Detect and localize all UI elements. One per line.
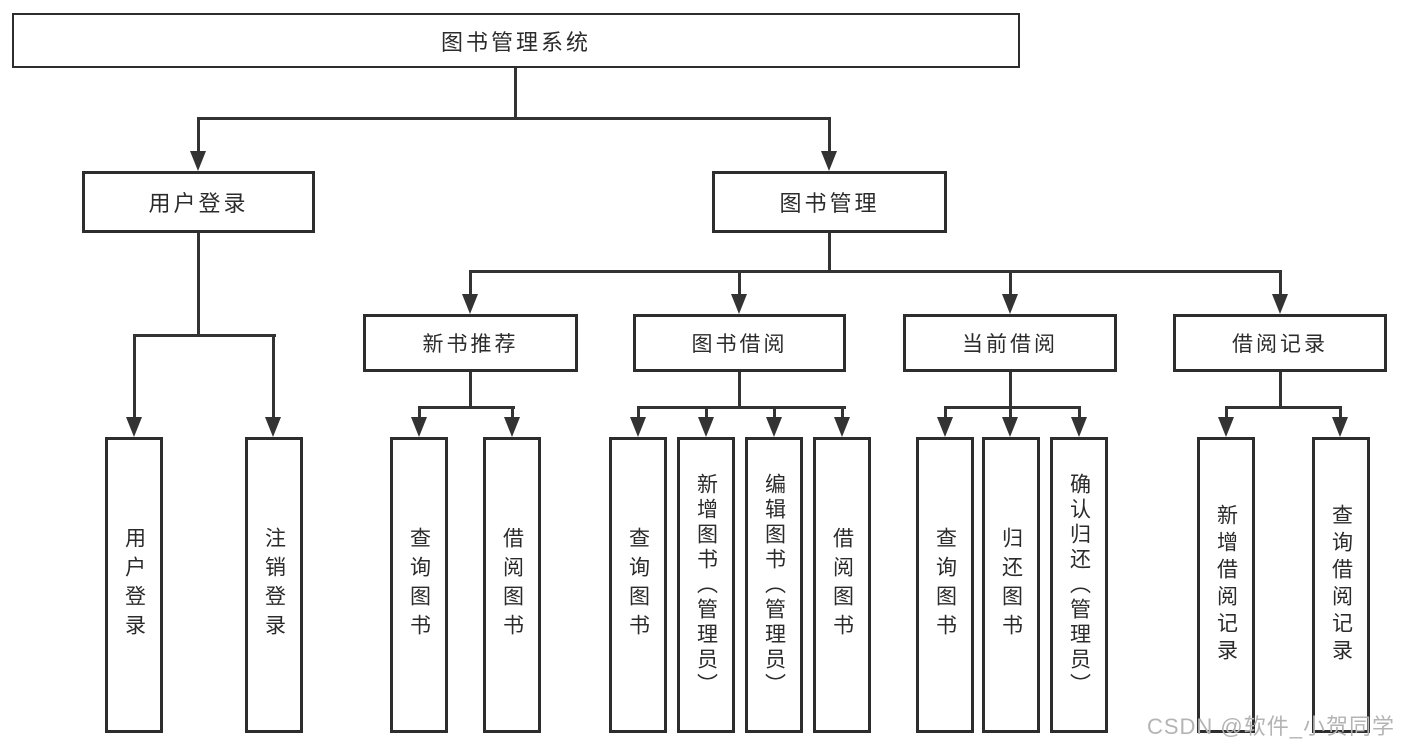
- connector-drop-add-book: [705, 406, 708, 419]
- arrowhead-return-books: [1002, 417, 1018, 437]
- connector-drop-return-books: [1009, 406, 1012, 419]
- connector-drop-borrowing-records: [1279, 270, 1282, 296]
- arrowhead-borrow-books-1: [504, 417, 520, 437]
- connector-drop-add-borrow-record: [1225, 406, 1228, 419]
- connector-new-book-bus: [418, 406, 515, 409]
- arrowhead-query-books-2: [630, 417, 646, 437]
- connector-drop-query-books-3: [944, 406, 947, 419]
- connector-user-login-stem: [197, 233, 200, 337]
- connector-drop-current-borrowing: [1009, 270, 1012, 296]
- leaf-return-books: 归还图书: [982, 437, 1040, 733]
- connector-drop-borrow-books-2: [841, 406, 844, 419]
- connector-root-stem: [514, 68, 517, 119]
- arrowhead-leaf-user-login: [126, 417, 142, 437]
- connector-book-management-bus: [469, 270, 1282, 273]
- connector-drop-user-login: [197, 117, 200, 153]
- arrowhead-edit-book: [766, 417, 782, 437]
- connector-book-management-stem: [828, 233, 831, 273]
- connector-current-borrowing-bus: [944, 406, 1081, 409]
- connector-book-borrowing-stem: [738, 372, 741, 409]
- node-library-management-system: 图书管理系统: [12, 13, 1020, 68]
- arrowhead-query-books-1: [411, 417, 427, 437]
- connector-drop-book-management: [828, 117, 831, 153]
- connector-drop-query-books-2: [637, 406, 640, 419]
- arrowhead-add-borrow-record: [1218, 417, 1234, 437]
- connector-borrowing-records-stem: [1279, 372, 1282, 409]
- leaf-query-books-1: 查询图书: [390, 437, 448, 733]
- connector-drop-query-books-1: [418, 406, 421, 419]
- connector-drop-book-borrowing: [738, 270, 741, 296]
- connector-current-borrowing-stem: [1009, 372, 1012, 409]
- leaf-borrow-books-2: 借阅图书: [813, 437, 871, 733]
- leaf-logout: 注销登录: [245, 437, 303, 733]
- arrowhead-borrow-books-2: [834, 417, 850, 437]
- arrowhead-borrowing-records: [1272, 294, 1288, 314]
- node-current-borrowing: 当前借阅: [903, 314, 1117, 372]
- leaf-user-login: 用户登录: [105, 437, 163, 733]
- arrowhead-add-book: [698, 417, 714, 437]
- connector-root-bus: [197, 117, 831, 120]
- node-borrowing-records: 借阅记录: [1173, 314, 1387, 372]
- csdn-watermark: CSDN @软件_小贺同学: [1146, 714, 1395, 739]
- connector-drop-leaf-user-login: [133, 334, 136, 419]
- connector-new-book-stem: [469, 372, 472, 409]
- connector-drop-leaf-logout: [272, 334, 275, 419]
- node-book-borrowing: 图书借阅: [633, 314, 846, 372]
- arrowhead-book-borrowing: [731, 294, 747, 314]
- leaf-confirm-return-admin: 确认归还（管理员）: [1050, 437, 1108, 733]
- arrowhead-book-management: [821, 151, 837, 171]
- leaf-query-books-3: 查询图书: [916, 437, 974, 733]
- connector-drop-confirm-return: [1078, 406, 1081, 419]
- arrowhead-query-books-3: [937, 417, 953, 437]
- connector-drop-new-book: [469, 270, 472, 296]
- node-new-book-recommendation: 新书推荐: [363, 314, 578, 372]
- arrowhead-user-login: [190, 151, 206, 171]
- connector-borrowing-records-bus: [1225, 406, 1342, 409]
- connector-drop-borrow-books-1: [511, 406, 514, 419]
- arrowhead-leaf-logout: [265, 417, 281, 437]
- leaf-query-borrow-record: 查询借阅记录: [1312, 437, 1370, 733]
- connector-drop-edit-book: [773, 406, 776, 419]
- arrowhead-confirm-return: [1071, 417, 1087, 437]
- connector-user-login-bus: [133, 334, 276, 337]
- connector-drop-query-borrow-record: [1339, 406, 1342, 419]
- leaf-add-borrow-record: 新增借阅记录: [1197, 437, 1255, 733]
- leaf-edit-book-admin: 编辑图书（管理员）: [745, 437, 803, 733]
- leaf-add-book-admin: 新增图书（管理员）: [677, 437, 735, 733]
- node-user-login: 用户登录: [82, 171, 315, 233]
- node-book-management: 图书管理: [712, 171, 947, 233]
- arrowhead-query-borrow-record: [1332, 417, 1348, 437]
- arrowhead-current-borrowing: [1002, 294, 1018, 314]
- leaf-borrow-books-1: 借阅图书: [483, 437, 541, 733]
- arrowhead-new-book: [462, 294, 478, 314]
- leaf-query-books-2: 查询图书: [609, 437, 667, 733]
- connector-book-borrowing-bus: [637, 406, 846, 409]
